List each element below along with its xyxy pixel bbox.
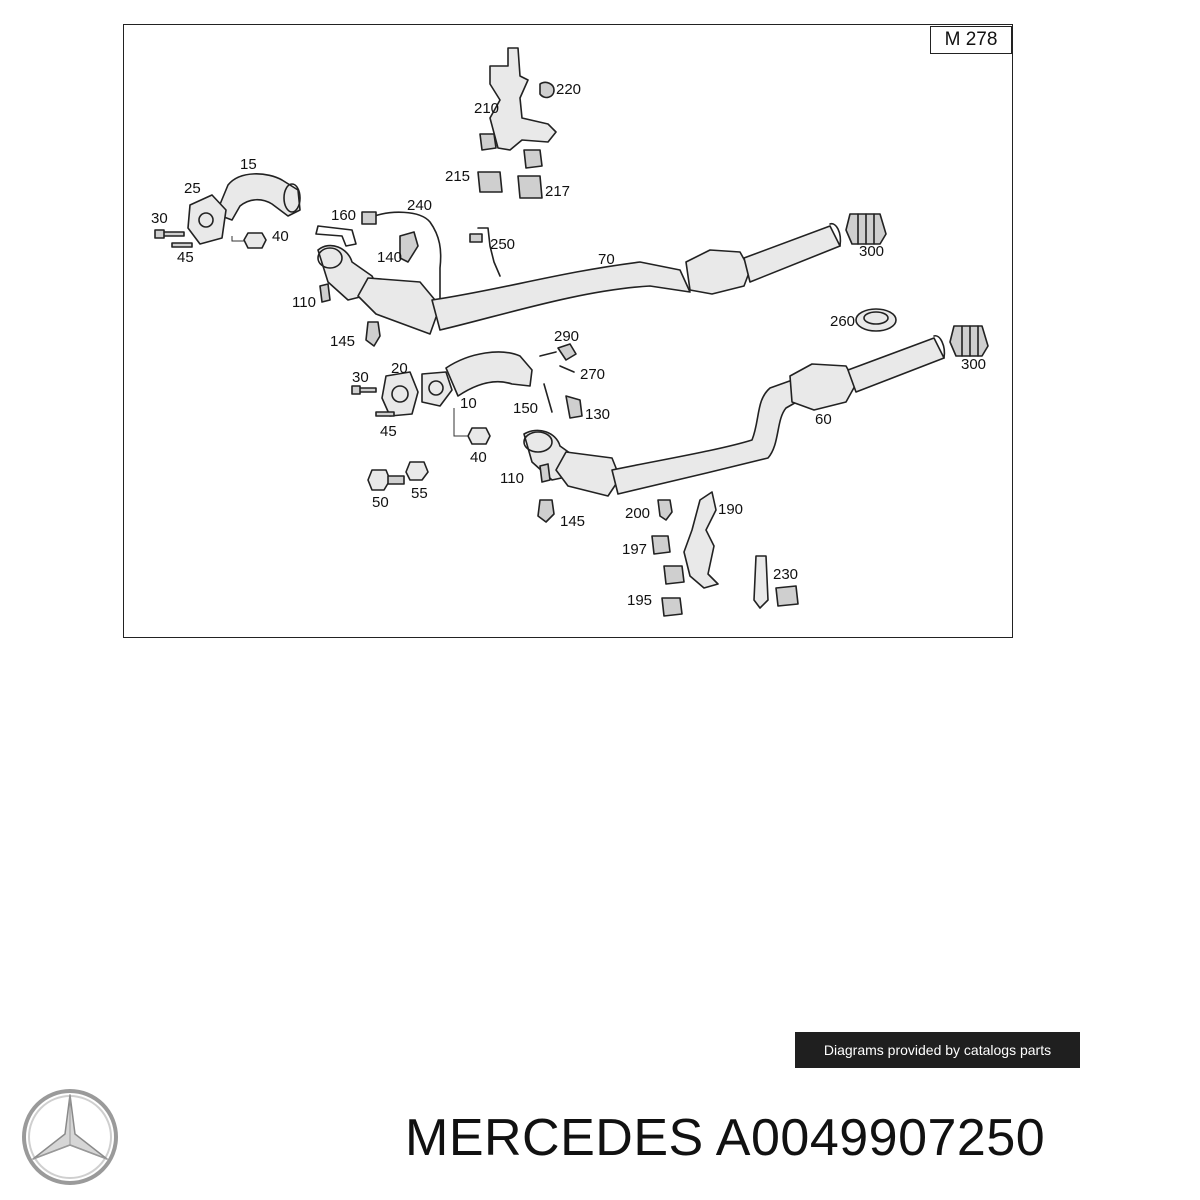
lower-exhaust-assembly [351,308,989,523]
callout-30: 30 [151,210,168,227]
callout-40: 40 [470,449,487,466]
lower-bracket-assembly [651,491,799,617]
callout-20: 20 [391,360,408,377]
callout-60: 60 [815,411,832,428]
callout-40: 40 [272,228,289,245]
upper-bracket-assembly [477,47,557,199]
callout-217: 217 [545,183,570,200]
callout-labels: 15 25 30 45 40 160 240 140 250 110 145 7… [151,81,986,609]
callout-300: 300 [961,356,986,373]
credit-banner: Diagrams provided by catalogs parts [795,1032,1080,1068]
brand-name: MERCEDES [405,1109,704,1167]
callout-30: 30 [352,369,369,386]
mercedes-star-icon [22,1089,118,1185]
callout-190: 190 [718,501,743,518]
callout-215: 215 [445,168,470,185]
callout-290: 290 [554,328,579,345]
callout-260: 260 [830,313,855,330]
callout-70: 70 [598,251,615,268]
callout-210: 210 [474,100,499,117]
callout-230: 230 [773,566,798,583]
product-title: MERCEDES A0049907250 [405,1108,1045,1168]
callout-300: 300 [859,243,884,260]
callout-197: 197 [622,541,647,558]
callout-25: 25 [184,180,201,197]
callout-45: 45 [177,249,194,266]
callout-10: 10 [460,395,477,412]
callout-55: 55 [411,485,428,502]
callout-270: 270 [580,366,605,383]
callout-200: 200 [625,505,650,522]
callout-250: 250 [490,236,515,253]
model-label: M 278 [930,26,1012,54]
callout-110: 110 [500,470,524,487]
callout-140: 140 [377,249,402,266]
callout-150: 150 [513,400,538,417]
model-label-text: M 278 [944,29,998,50]
callout-15: 15 [240,156,257,173]
callout-110: 110 [292,294,316,311]
callout-45: 45 [380,423,397,440]
callout-130: 130 [585,406,610,423]
callout-160: 160 [331,207,356,224]
callout-195: 195 [627,592,652,609]
callout-240: 240 [407,197,432,214]
credit-banner-text: Diagrams provided by catalogs parts [823,1042,1052,1058]
callout-50: 50 [372,494,389,511]
diagram-frame [123,24,1013,638]
callout-220: 220 [556,81,581,98]
callout-145: 145 [560,513,585,530]
callout-145: 145 [330,333,355,350]
upper-exhaust-assembly [154,173,887,347]
part-number: A0049907250 [715,1109,1046,1167]
